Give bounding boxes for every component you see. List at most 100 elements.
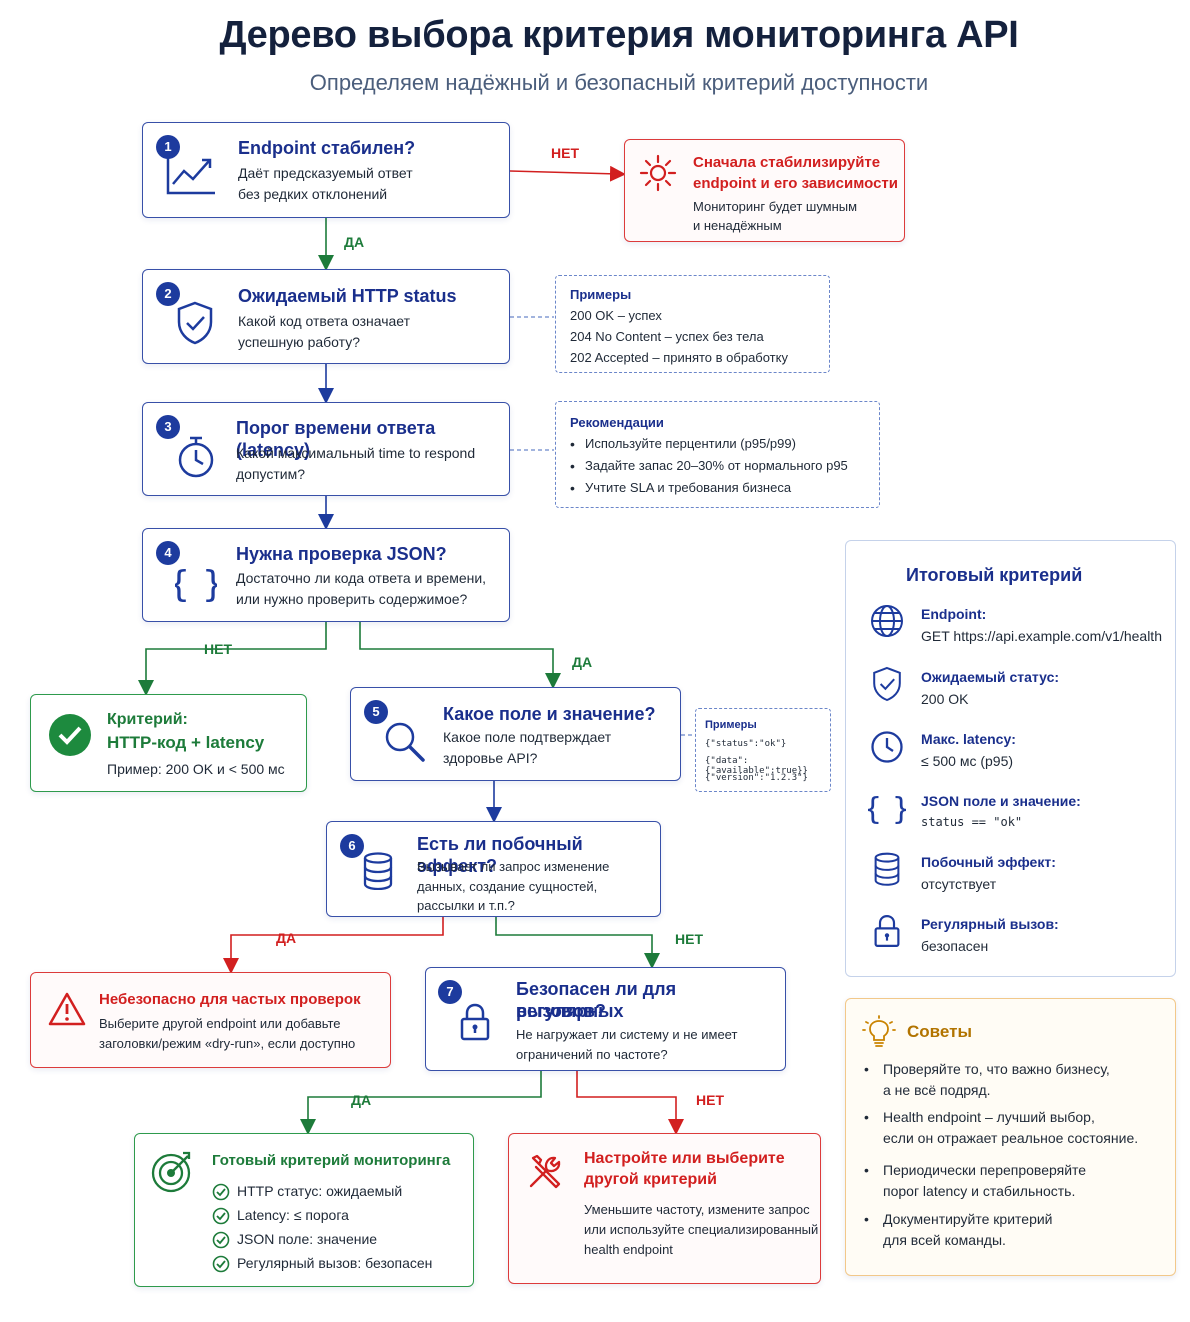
summary-key: Побочный эффект: xyxy=(921,854,1056,870)
check-circle-icon xyxy=(48,713,92,757)
node-title: Безопасен ли для регулярных xyxy=(516,979,677,1021)
recommendation-item: Используйте перцентили (p95/p99) xyxy=(585,436,796,451)
label-7-yes: ДА xyxy=(351,1092,372,1108)
node-json-check: 4 { } Нужна проверка JSON? Достаточно ли… xyxy=(142,528,510,622)
criterion-title: Критерий: xyxy=(107,711,188,728)
label-1-no: НЕТ xyxy=(551,145,579,161)
summary-key: JSON поле и значение: xyxy=(921,793,1081,809)
shield-check-icon xyxy=(871,665,903,703)
example-item: 202 Accepted – принято в обработку xyxy=(570,350,788,365)
step-number: 5 xyxy=(364,700,388,724)
summary-key: Ожидаемый статус: xyxy=(921,669,1060,685)
label-6-yes: ДА xyxy=(276,930,297,946)
warning-triangle-icon xyxy=(47,991,87,1027)
edge-7-no xyxy=(576,1071,684,1135)
label-1-yes: ДА xyxy=(344,234,365,250)
edge-7-yes xyxy=(300,1071,542,1135)
node-title: Порог времени ответа (latency) xyxy=(236,418,436,460)
summary-key: Макс. latency: xyxy=(921,731,1016,747)
node-line: рассылки и т.п.? xyxy=(417,898,515,913)
node-line: успешную работу? xyxy=(238,334,360,350)
edge-4-5 xyxy=(359,622,561,689)
node-endpoint-stable: 1 Endpoint стабилен? Даёт предсказуемый … xyxy=(142,122,510,218)
node-title: Какое поле и значение? xyxy=(443,704,656,724)
label-4-no: НЕТ xyxy=(204,641,232,657)
summary-value: status == "ok" xyxy=(921,815,1023,829)
criterion-example: Пример: 200 OK и < 500 мс xyxy=(107,761,285,777)
node-side-effect: 6 Есть ли побочный эффект? Вызывает ли з… xyxy=(326,821,661,917)
json-example: {"status":"ok"} xyxy=(705,739,787,749)
node-latency: 3 Порог времени ответа (latency) Какой м… xyxy=(142,402,510,496)
json-example: {"data":{"available":true}} xyxy=(705,756,808,776)
node-line: ограничений по частоте? xyxy=(516,1047,668,1062)
stabilize-line: и ненадёжным xyxy=(693,218,782,233)
node-title: Endpoint стабилен? xyxy=(238,138,416,158)
database-icon xyxy=(873,852,901,886)
stabilize-line: Мониторинг будет шумным xyxy=(693,199,858,214)
edge-6-yes xyxy=(223,917,444,974)
node-title: Нужна проверка JSON? xyxy=(236,544,447,564)
step-number: 4 xyxy=(156,541,180,565)
node-field-value: 5 Какое поле и значение? Какое поле подт… xyxy=(350,687,681,781)
recommendations-heading: Рекомендации xyxy=(570,415,664,430)
tips-title: Советы xyxy=(907,1022,972,1041)
summary-value: 200 OK xyxy=(921,691,969,707)
node-line: Вызывает ли запрос изменение xyxy=(417,859,610,874)
lock-icon xyxy=(873,913,901,949)
label-7-no: НЕТ xyxy=(696,1092,724,1108)
node-http-status: 2 Ожидаемый HTTP status Какой код ответа… xyxy=(142,269,510,364)
node-title: вызовов? xyxy=(516,1001,606,1021)
examples-status-box: Примеры 200 OK – успех 204 No Content – … xyxy=(555,275,830,373)
magnifier-icon xyxy=(383,720,427,764)
tip-item: Health endpoint – лучший выбор,если он о… xyxy=(883,1109,1139,1146)
stopwatch-icon xyxy=(176,435,216,479)
tools-icon xyxy=(525,1152,565,1192)
unsafe-box: Небезопасно для частых проверок Выберите… xyxy=(30,972,391,1068)
unsafe-title: Небезопасно для частых проверок xyxy=(99,991,361,1008)
configure-line: health endpoint xyxy=(584,1242,673,1257)
recommendation-item: Задайте запас 20–30% от нормального p95 xyxy=(585,458,848,473)
stabilize-box: Сначала стабилизируйте endpoint и его за… xyxy=(624,139,905,242)
step-number: 3 xyxy=(156,415,180,439)
svg-text:{ }: { } xyxy=(868,792,906,825)
summary-key: Регулярный вызов: xyxy=(921,916,1059,932)
unsafe-line: заголовки/режим «dry-run», если доступно xyxy=(99,1036,356,1051)
label-6-no: НЕТ xyxy=(675,931,703,947)
node-line: Достаточно ли кода ответа и времени, xyxy=(236,570,487,586)
node-line: Какой код ответа означает xyxy=(238,313,411,329)
stabilize-title: endpoint и его зависимости xyxy=(693,175,898,192)
node-line: здоровье API? xyxy=(443,750,538,766)
json-example: {"version":"1.2.3"} xyxy=(705,773,808,783)
summary-value: отсутствует xyxy=(921,876,997,892)
edge-1-no xyxy=(509,165,626,182)
criterion-title: HTTP-код + latency xyxy=(107,733,265,752)
edge-4-no xyxy=(138,622,327,696)
node-line: Какое поле подтверждает xyxy=(443,729,612,745)
ready-criterion-box: Готовый критерий мониторинга HTTP статус… xyxy=(134,1133,474,1287)
target-icon xyxy=(150,1150,194,1194)
page-subtitle: Определяем надёжный и безопасный критери… xyxy=(309,70,929,95)
example-item: 204 No Content – успех без тела xyxy=(570,329,764,344)
summary-key: Endpoint: xyxy=(921,606,987,622)
criterion-simple-box: Критерий: HTTP-код + latency Пример: 200… xyxy=(30,694,307,792)
recommendation-item: Учтите SLA и требования бизнеса xyxy=(585,480,792,495)
tip-item: Проверяйте то, что важно бизнесу,а не вс… xyxy=(883,1061,1110,1098)
unsafe-line: Выберите другой endpoint или добавьте xyxy=(99,1016,341,1031)
step-number: 6 xyxy=(340,834,364,858)
configure-title: Настройте или выберите xyxy=(584,1150,785,1167)
tips-panel: Советы • Проверяйте то, что важно бизнес… xyxy=(845,998,1176,1276)
summary-value: GET https://api.example.com/v1/health xyxy=(921,628,1162,644)
clock-icon xyxy=(870,730,904,764)
alert-burst-icon xyxy=(639,154,677,192)
configure-line: или используйте специализированный xyxy=(584,1222,819,1237)
node-title: Есть ли побочный эффект? xyxy=(417,834,583,876)
examples-heading: Примеры xyxy=(570,287,632,302)
summary-title: Итоговый критерий xyxy=(906,565,1083,585)
configure-line: Уменьшите частоту, измените запрос xyxy=(584,1202,810,1217)
configure-box: Настройте или выберите другой критерий У… xyxy=(508,1133,821,1284)
page-title: Дерево выбора критерия мониторинга API xyxy=(219,14,1019,56)
node-line: или нужно проверить содержимое? xyxy=(236,591,468,607)
node-regular-safe: 7 Безопасен ли для регулярных вызовов? Н… xyxy=(425,967,786,1071)
